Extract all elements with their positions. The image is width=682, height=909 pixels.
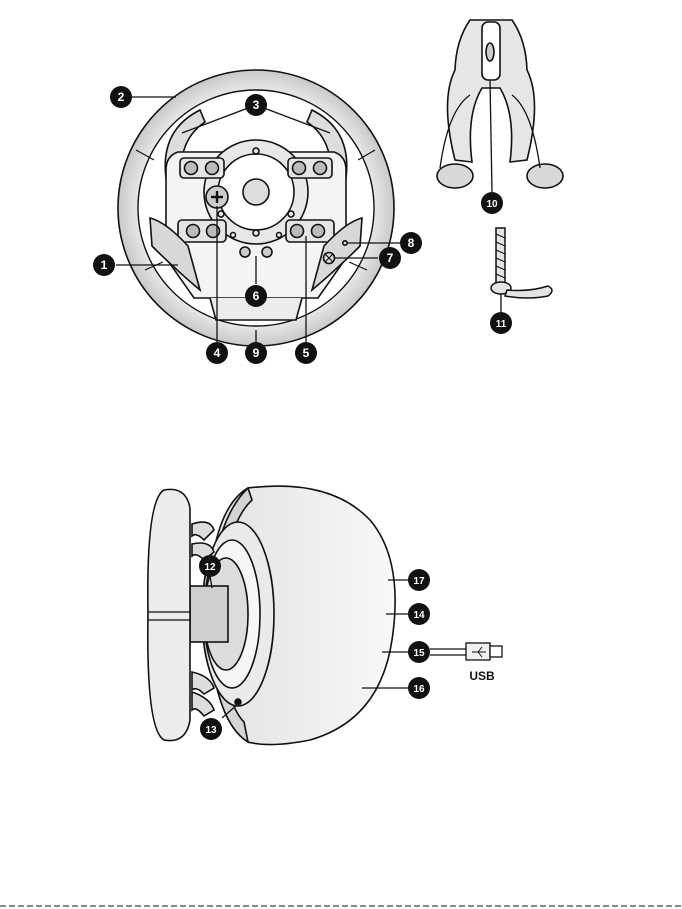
- svg-text:3: 3: [253, 98, 260, 112]
- callout-14: 14: [408, 603, 430, 625]
- svg-text:16: 16: [413, 684, 425, 695]
- callout-1: 1: [93, 254, 115, 276]
- callout-4: 4: [206, 342, 228, 364]
- svg-text:4: 4: [214, 346, 221, 360]
- callout-17: 17: [408, 569, 430, 591]
- wheel-side-view: [148, 486, 395, 744]
- svg-text:8: 8: [408, 236, 415, 250]
- svg-text:12: 12: [204, 562, 216, 573]
- callout-3: 3: [245, 94, 267, 116]
- svg-text:7: 7: [387, 251, 394, 265]
- callout-8: 8: [400, 232, 422, 254]
- fixing-screw-illustration: [491, 228, 552, 298]
- svg-text:2: 2: [118, 90, 125, 104]
- svg-text:1: 1: [101, 258, 108, 272]
- svg-text:9: 9: [253, 346, 260, 360]
- callout-13: 13: [200, 718, 222, 740]
- callout-12: 12: [199, 555, 221, 577]
- callout-11: 11: [490, 312, 512, 334]
- callout-6: 6: [245, 285, 267, 307]
- callout-2: 2: [110, 86, 132, 108]
- svg-text:14: 14: [413, 610, 425, 621]
- usb-connector-illustration: [430, 643, 502, 660]
- callout-16: 16: [408, 677, 430, 699]
- callout-5: 5: [295, 342, 317, 364]
- callout-15: 15: [408, 641, 430, 663]
- svg-text:15: 15: [413, 648, 425, 659]
- svg-text:11: 11: [496, 319, 507, 330]
- svg-text:10: 10: [486, 199, 498, 210]
- usb-label: USB: [469, 669, 495, 683]
- callout-9: 9: [245, 342, 267, 364]
- svg-text:13: 13: [205, 725, 217, 736]
- svg-text:17: 17: [413, 576, 425, 587]
- table-clamp-illustration: [437, 20, 563, 188]
- callout-10: 10: [481, 192, 503, 214]
- svg-text:5: 5: [303, 346, 310, 360]
- svg-text:6: 6: [253, 289, 260, 303]
- leader-10: [490, 80, 492, 192]
- callout-7: 7: [379, 247, 401, 269]
